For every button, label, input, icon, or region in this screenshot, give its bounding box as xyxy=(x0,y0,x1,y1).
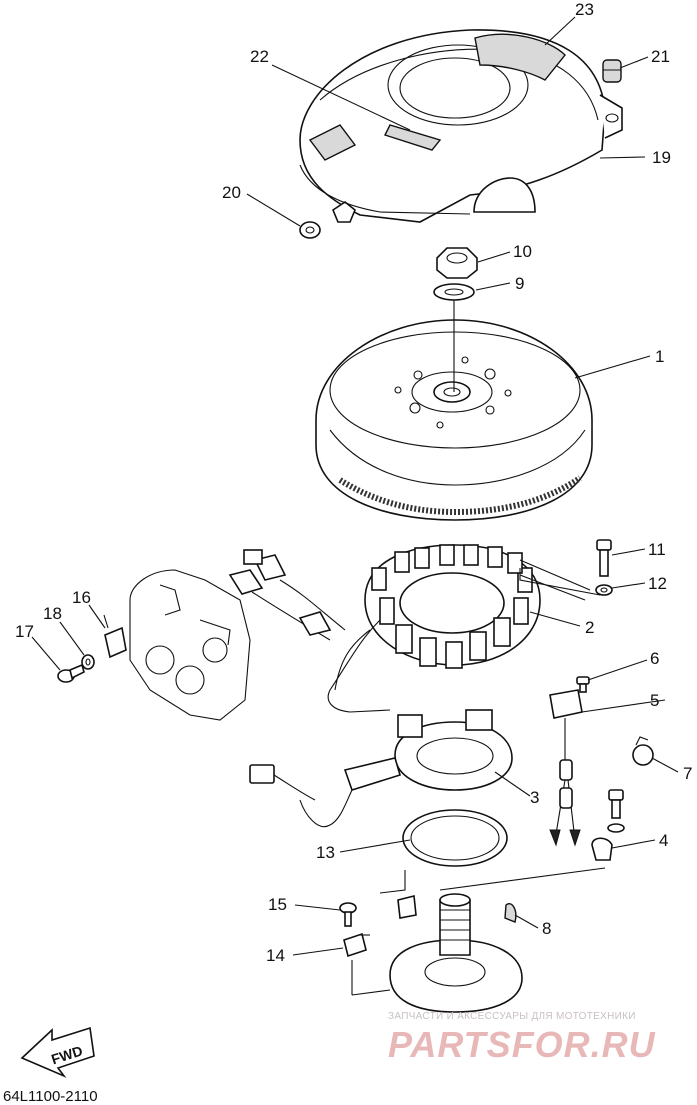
washer-12 xyxy=(595,584,613,596)
grommet-20 xyxy=(299,221,321,239)
flywheel-rotor xyxy=(315,300,593,521)
crankcase-support xyxy=(389,893,523,1013)
leader-lines xyxy=(31,16,679,956)
callout-9: 9 xyxy=(515,274,524,293)
callout-23: 23 xyxy=(575,0,594,19)
clip-7 xyxy=(632,736,654,766)
washer-18 xyxy=(81,654,95,670)
engine-block-outline xyxy=(129,569,251,721)
callout-5: 5 xyxy=(650,691,659,710)
callout-4: 4 xyxy=(659,831,668,850)
stator-wire-harness xyxy=(228,549,391,713)
callout-21: 21 xyxy=(651,47,670,66)
screw-15 xyxy=(339,902,357,927)
callout-12: 12 xyxy=(648,574,667,593)
fwd-direction-arrow: FWD xyxy=(20,1026,95,1078)
callout-19: 19 xyxy=(652,148,671,167)
callout-10: 10 xyxy=(513,242,532,261)
callout-15: 15 xyxy=(268,895,287,914)
screw-17 xyxy=(57,663,85,683)
flywheel-cover xyxy=(299,29,623,223)
callout-6: 6 xyxy=(650,649,659,668)
callout-17: 17 xyxy=(15,622,34,641)
plate-14 xyxy=(343,932,367,958)
pulser-coil-base xyxy=(249,709,513,828)
clamp-4 xyxy=(591,789,625,861)
washer-9 xyxy=(433,283,475,301)
diagram-code: 64L1100-2110 xyxy=(3,1088,98,1105)
callout-11: 11 xyxy=(648,540,666,559)
spacer xyxy=(397,895,417,919)
bolt-11 xyxy=(596,539,612,577)
callout-18: 18 xyxy=(43,604,62,623)
callout-13: 13 xyxy=(316,843,335,862)
callout-1: 1 xyxy=(655,347,664,366)
woodruff-key-8 xyxy=(504,903,517,923)
callout-2: 2 xyxy=(585,618,594,637)
assembly-guide-lines xyxy=(351,568,606,996)
ring-13 xyxy=(402,809,508,867)
callout-8: 8 xyxy=(542,919,551,938)
callout-labels: 23 22 21 19 20 10 9 1 11 12 2 6 5 7 3 4 … xyxy=(15,0,692,965)
callout-22: 22 xyxy=(250,47,269,66)
connector-5 xyxy=(549,689,583,847)
stator-coil xyxy=(364,544,591,669)
callout-16: 16 xyxy=(72,588,91,607)
nut-10 xyxy=(436,247,478,279)
screw-6 xyxy=(576,676,590,693)
callout-7: 7 xyxy=(683,764,692,783)
callout-14: 14 xyxy=(266,946,285,965)
watermark-tagline: ЗАПЧАСТИ И АКСЕССУАРЫ ДЛЯ МОТОТЕХНИКИ xyxy=(388,1011,636,1022)
watermark-logo: PARTSFOR.RU xyxy=(388,1024,656,1065)
bracket-plate-16 xyxy=(103,614,127,659)
callout-20: 20 xyxy=(222,183,241,202)
grommet-21 xyxy=(602,59,622,83)
callout-3: 3 xyxy=(530,788,539,807)
